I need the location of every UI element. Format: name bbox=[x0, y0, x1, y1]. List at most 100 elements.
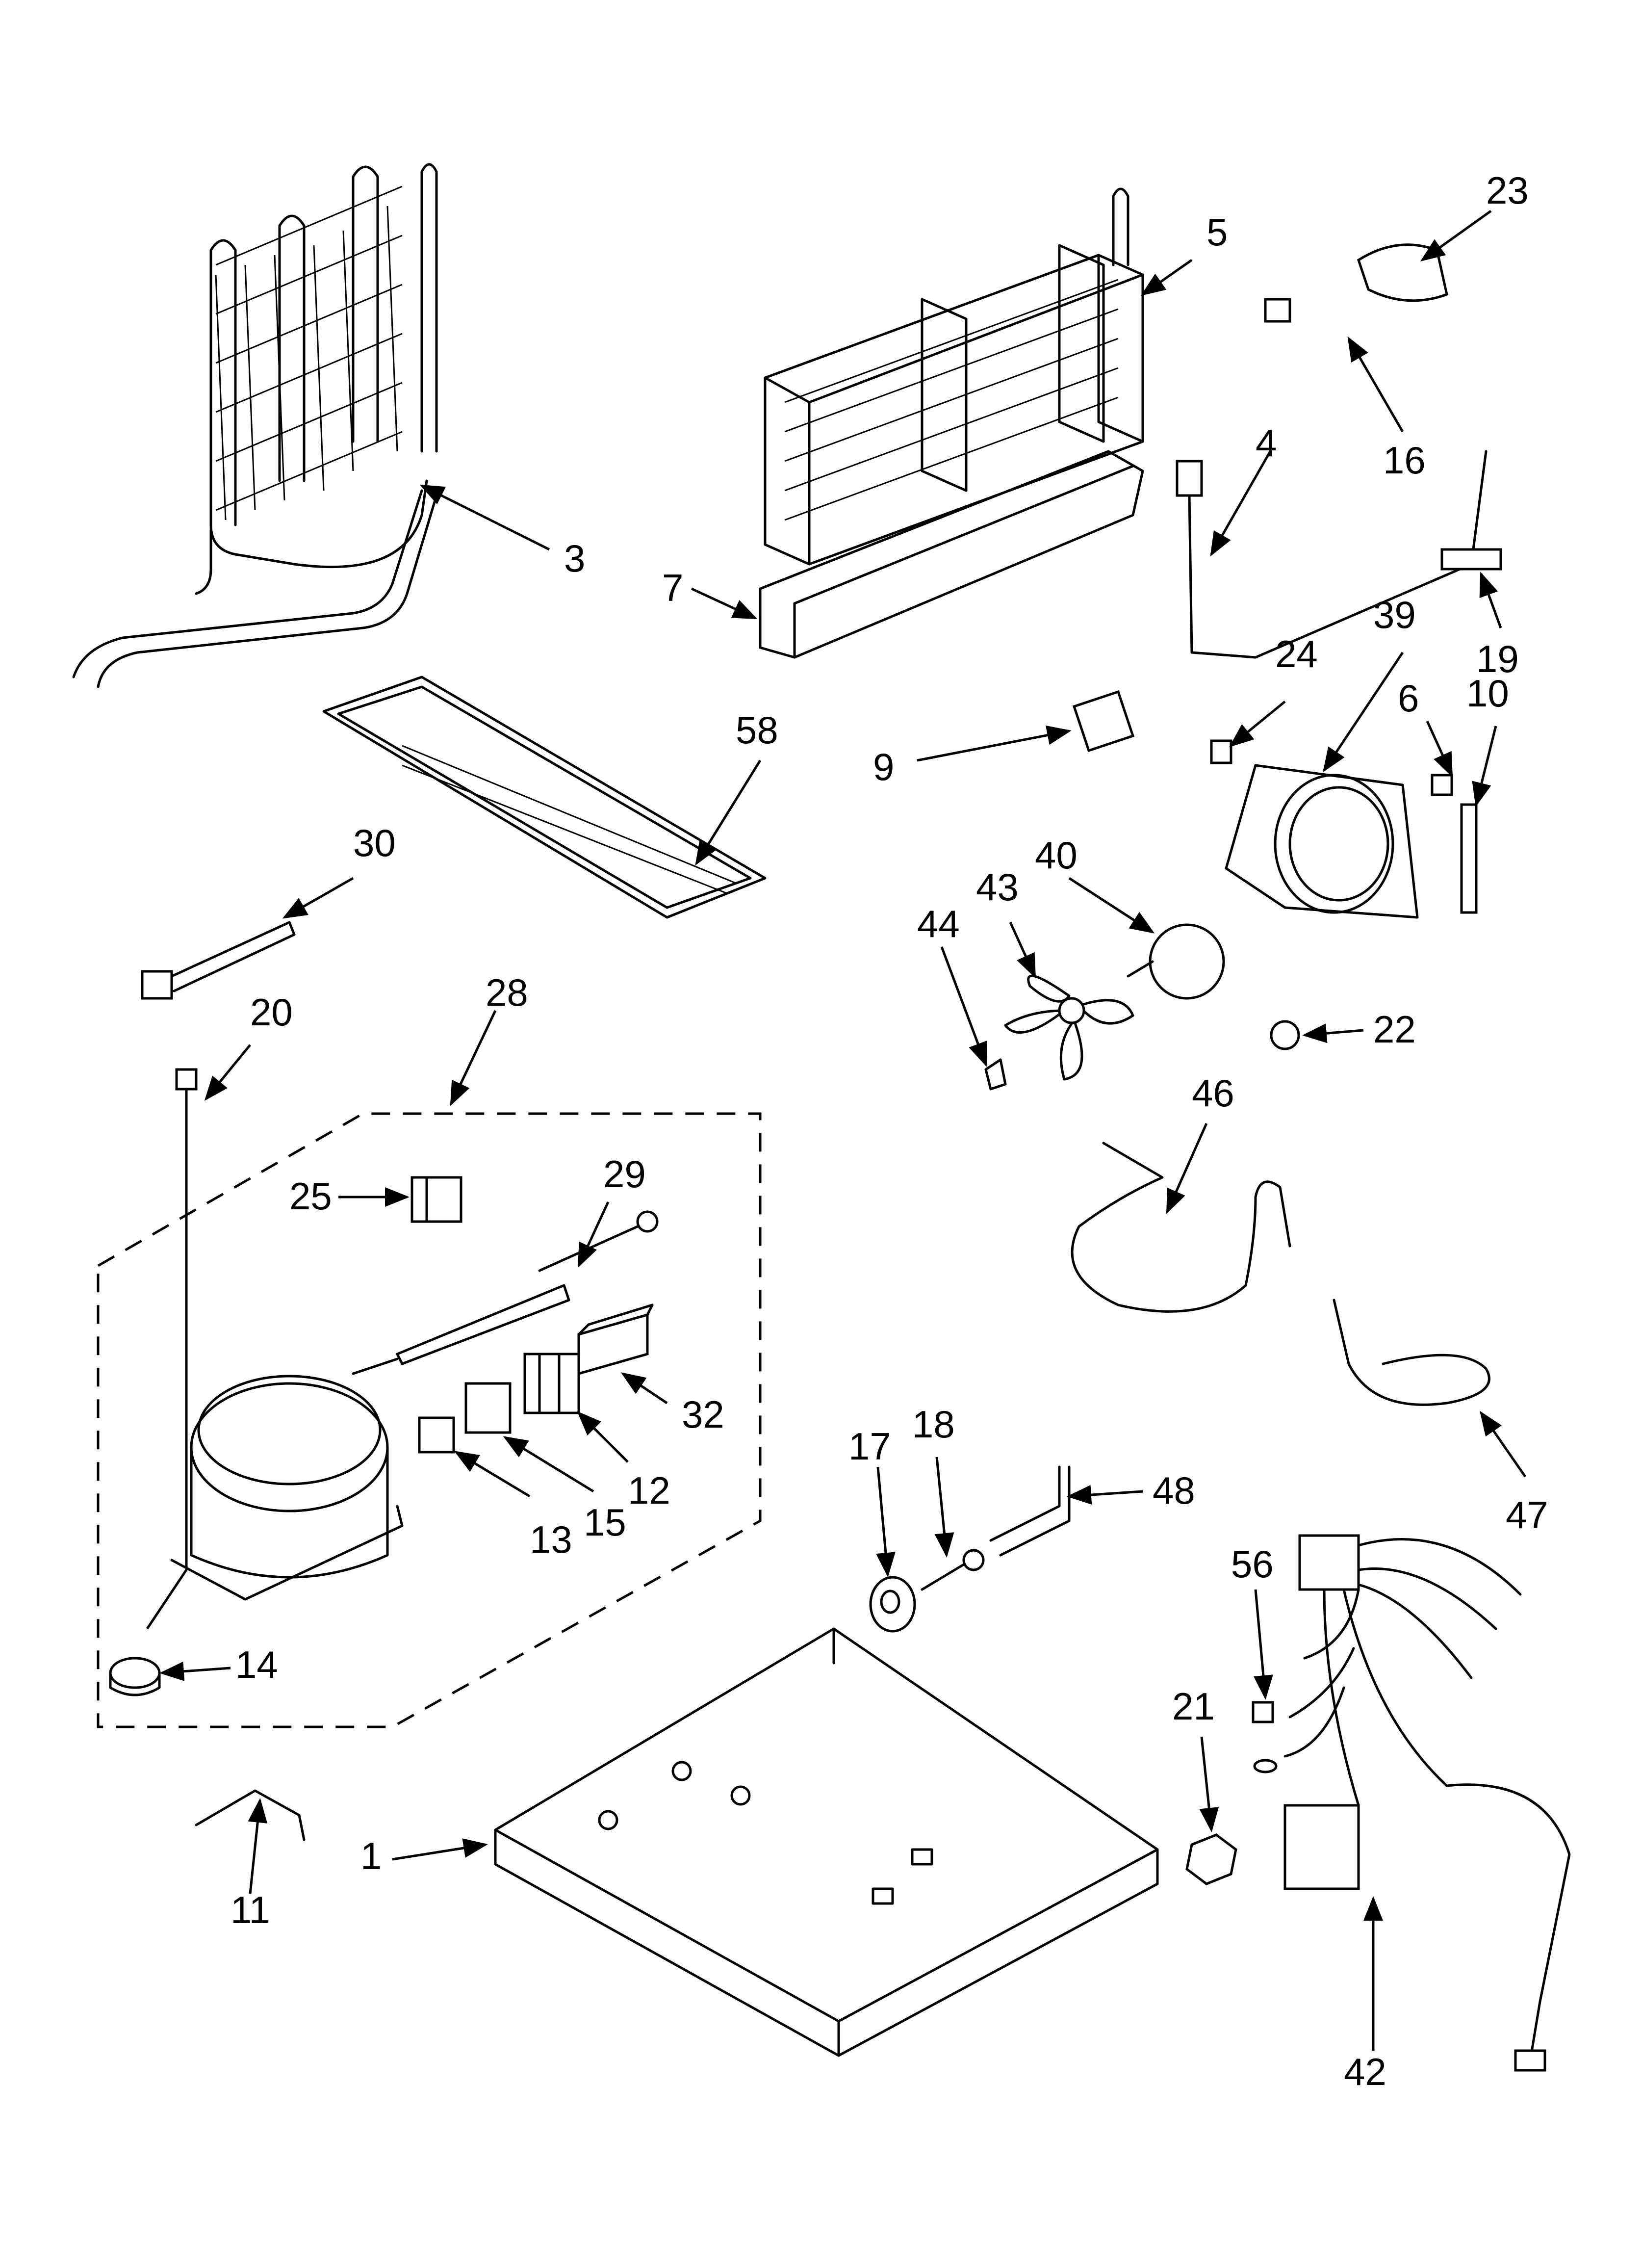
drain-tube-48 bbox=[989, 1465, 1071, 1557]
label-32: 32 bbox=[682, 1393, 724, 1436]
leader-17 bbox=[876, 1466, 896, 1577]
leader-1 bbox=[392, 1838, 488, 1861]
leader-18 bbox=[934, 1457, 954, 1558]
axle-pin-18 bbox=[921, 1549, 985, 1591]
label-23: 23 bbox=[1486, 169, 1529, 212]
label-43: 43 bbox=[976, 865, 1019, 909]
label-46: 46 bbox=[1192, 1071, 1234, 1115]
ground-wire bbox=[146, 1099, 188, 1630]
label-21: 21 bbox=[1172, 1685, 1215, 1728]
leader-21 bbox=[1199, 1736, 1219, 1832]
label-3: 3 bbox=[564, 537, 585, 580]
relay-25 bbox=[410, 1176, 462, 1223]
leader-58 bbox=[695, 759, 762, 866]
leader-48 bbox=[1067, 1485, 1143, 1505]
tube-47 bbox=[1333, 1299, 1490, 1406]
label-22: 22 bbox=[1373, 1008, 1416, 1051]
nut-21 bbox=[1185, 1833, 1237, 1885]
label-44: 44 bbox=[917, 902, 960, 945]
leader-43 bbox=[1009, 921, 1036, 979]
label-25: 25 bbox=[289, 1174, 332, 1218]
leader-lines bbox=[159, 209, 1527, 2051]
drain-pan bbox=[322, 676, 767, 919]
label-18: 18 bbox=[912, 1403, 955, 1446]
leader-40 bbox=[1068, 877, 1155, 934]
fastener-16 bbox=[1264, 298, 1291, 323]
label-13: 13 bbox=[530, 1518, 572, 1561]
label-11: 11 bbox=[231, 1888, 270, 1931]
leader-28 bbox=[450, 1010, 497, 1106]
leader-14 bbox=[159, 1661, 231, 1681]
compressor bbox=[170, 1375, 404, 1601]
leader-32 bbox=[620, 1372, 668, 1405]
leader-39 bbox=[1323, 652, 1404, 773]
leader-46 bbox=[1166, 1122, 1208, 1214]
clip-19 bbox=[1440, 548, 1502, 571]
leader-22 bbox=[1302, 1023, 1364, 1043]
label-14: 14 bbox=[235, 1643, 278, 1686]
leader-47 bbox=[1480, 1410, 1527, 1478]
label-56: 56 bbox=[1231, 1542, 1274, 1586]
fan-motor bbox=[1127, 923, 1225, 1000]
nut-22 bbox=[1270, 1020, 1300, 1050]
leader-6 bbox=[1426, 720, 1453, 778]
bracket-12 bbox=[523, 1353, 580, 1414]
evaporator-drain-tray bbox=[759, 450, 1144, 659]
label-28: 28 bbox=[486, 971, 528, 1014]
clip-11 bbox=[195, 1789, 306, 1841]
label-17: 17 bbox=[848, 1425, 891, 1468]
leader-7 bbox=[691, 587, 758, 620]
screw-20 bbox=[175, 1068, 198, 1100]
label-16: 16 bbox=[1383, 439, 1426, 482]
roller-17 bbox=[869, 1576, 916, 1633]
bracket-9 bbox=[1072, 690, 1135, 753]
label-5: 5 bbox=[1206, 210, 1228, 254]
label-24: 24 bbox=[1275, 632, 1318, 676]
leader-19 bbox=[1479, 572, 1502, 628]
leader-44 bbox=[940, 946, 987, 1067]
gasket-strip-10 bbox=[1460, 803, 1478, 914]
label-19: 19 bbox=[1476, 637, 1519, 680]
tube-46 bbox=[1071, 1142, 1291, 1313]
label-4: 4 bbox=[1256, 421, 1277, 465]
leader-15 bbox=[503, 1436, 594, 1493]
label-48: 48 bbox=[1153, 1469, 1195, 1512]
screw-6 bbox=[1431, 774, 1453, 796]
leader-9 bbox=[917, 725, 1072, 762]
label-10: 10 bbox=[1466, 672, 1509, 715]
leader-24 bbox=[1229, 701, 1286, 748]
label-6: 6 bbox=[1398, 677, 1419, 720]
leader-4 bbox=[1210, 450, 1272, 557]
condenser-coil bbox=[72, 163, 438, 688]
label-47: 47 bbox=[1506, 1493, 1548, 1537]
fan-blade bbox=[1004, 974, 1134, 1081]
leader-12 bbox=[577, 1411, 629, 1463]
capacitor-32 bbox=[577, 1303, 654, 1376]
leader-30 bbox=[282, 877, 354, 919]
clip-44 bbox=[984, 1058, 1007, 1091]
leader-11 bbox=[248, 1798, 268, 1894]
base-frame bbox=[494, 1627, 1159, 2057]
leader-56 bbox=[1254, 1589, 1273, 1700]
fan-shroud bbox=[1225, 764, 1419, 919]
leader-13 bbox=[454, 1451, 531, 1498]
overload-13 bbox=[418, 1416, 455, 1454]
cable-tie bbox=[141, 921, 296, 1000]
leader-3 bbox=[419, 484, 550, 551]
label-30: 30 bbox=[353, 821, 396, 864]
leader-20 bbox=[204, 1044, 251, 1101]
label-58: 58 bbox=[736, 708, 778, 752]
sensor-wire-4 bbox=[1176, 450, 1488, 659]
leader-29 bbox=[577, 1201, 610, 1268]
leader-10 bbox=[1472, 726, 1497, 807]
screw-24 bbox=[1210, 739, 1232, 764]
label-42: 42 bbox=[1344, 2050, 1386, 2093]
wire-harness bbox=[1283, 1534, 1571, 2072]
label-29: 29 bbox=[603, 1152, 646, 1196]
start-relay-15 bbox=[464, 1382, 512, 1434]
label-20: 20 bbox=[250, 991, 293, 1034]
label-39: 39 bbox=[1373, 593, 1416, 636]
grommet bbox=[109, 1657, 161, 1696]
leader-23 bbox=[1420, 209, 1492, 261]
